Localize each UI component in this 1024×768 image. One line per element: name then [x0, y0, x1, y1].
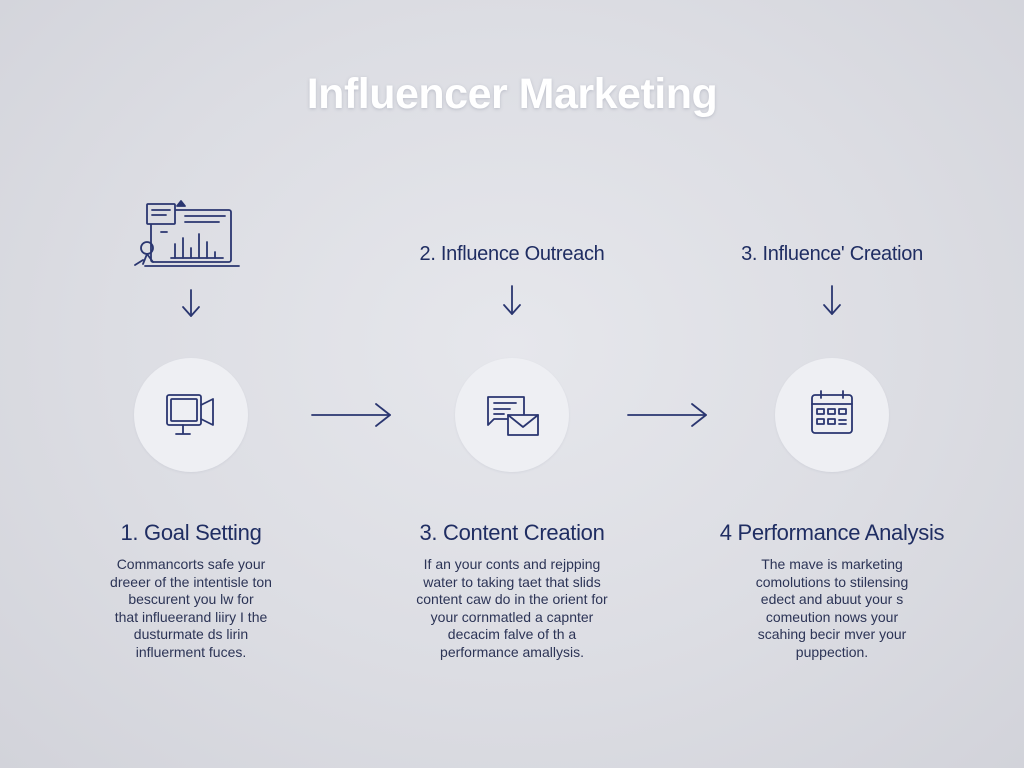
description-line: comolutions to stilensing	[755, 573, 909, 590]
step-icon-circle	[134, 358, 248, 472]
description-line: decacim falve of th a	[447, 626, 577, 642]
right-arrow-icon	[627, 403, 707, 427]
message-envelope-icon	[487, 396, 539, 436]
page-title: Influencer Marketing	[306, 70, 718, 118]
down-arrow	[392, 282, 632, 322]
description-line: that influeerand liiry I the	[114, 608, 268, 625]
step-heading: 4 Performance Analysis	[719, 520, 945, 545]
analytics-dashboard-icon	[134, 200, 240, 267]
description-line: influerment fuces.	[135, 643, 247, 660]
down-arrow	[71, 282, 311, 322]
description-line: dreeer of the intentisle ton	[110, 573, 272, 590]
calendar-icon	[811, 390, 853, 434]
step-top-label: 2. Influence Outreach	[419, 243, 605, 265]
description-line: your cornmatled a capnter	[430, 608, 594, 625]
step-top-label: 3. Influence' Creation	[741, 243, 923, 265]
video-camera-icon	[166, 394, 214, 435]
step-icon-circle	[455, 358, 569, 472]
step-icon-circle	[775, 358, 889, 472]
step-description: Commancorts safe your dreeer of the inte…	[71, 556, 311, 661]
description-line: dusturmate ds lirin	[133, 626, 249, 642]
description-line: edect and abuut your s	[760, 591, 904, 607]
description-line: Commancorts safe your	[116, 556, 266, 572]
down-arrow	[712, 282, 952, 322]
step-heading: 3. Content Creation	[419, 520, 605, 545]
step-description: The mave is marketing comolutions to sti…	[712, 556, 952, 661]
step-heading: 1. Goal Setting	[120, 520, 262, 545]
description-line: puppection.	[795, 643, 869, 660]
description-line: water to taking taet that slids	[423, 573, 601, 590]
step-description: If an your conts and rejpping water to t…	[392, 556, 632, 661]
description-line: The mave is marketing	[761, 556, 903, 572]
description-line: If an your conts and rejpping	[423, 556, 601, 572]
description-line: content caw do in the orient for	[416, 591, 608, 607]
description-line: scahing becir mver your	[757, 626, 907, 642]
description-line: bescurent you lw for	[128, 591, 254, 607]
description-line: performance amallysis.	[440, 643, 584, 660]
description-line: comeution nows your	[765, 608, 899, 625]
right-arrow-icon	[311, 403, 391, 427]
